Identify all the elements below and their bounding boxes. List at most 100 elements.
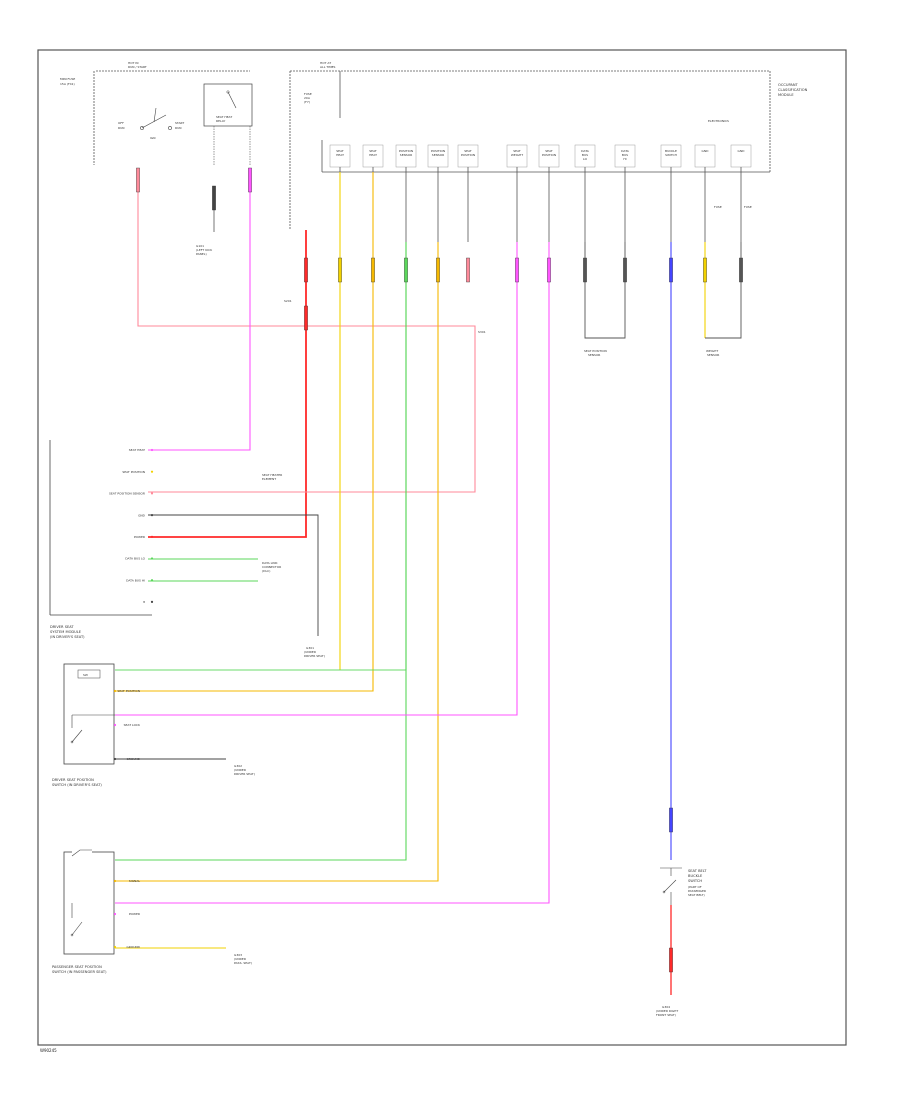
passenger-switch-title-2: SWITCH (IN PASSENGER SEAT) [52, 970, 107, 974]
pin-dot [113, 723, 117, 727]
passenger-switch-title-1: PASSENGER SEAT POSITION [52, 965, 102, 969]
connector-stub [739, 257, 743, 283]
occupant-module-title-3: MODULE [778, 93, 794, 97]
wire-harness [115, 168, 742, 995]
hot-at-all-times-section: HOT AT ALL TIMES FUSE 20A (F7) [289, 61, 770, 230]
seat-ground-label-3: DRIVER SEAT) [304, 654, 325, 658]
svg-text:SEAT BELT): SEAT BELT) [688, 893, 705, 897]
buckle-ground-3: FRONT SEAT) [656, 1013, 676, 1017]
buckle-switch-title-1: SEAT BELT [688, 869, 707, 873]
occupant-connector-label: SENSOR [400, 153, 412, 157]
connector-stub [436, 257, 440, 283]
driver-switch-ground-1: G302 [234, 764, 242, 768]
pin-dot [113, 689, 117, 693]
relay-box [203, 83, 253, 127]
occupant-module-title-1: OCCUPANT [778, 83, 799, 87]
pin-label: POWER [129, 912, 140, 916]
connector-stub [338, 257, 342, 283]
connector-stub [248, 167, 252, 193]
pin-label: 8 [143, 600, 145, 604]
svg-text:(LEFT KICK: (LEFT KICK [196, 248, 213, 252]
wire-green-driver [115, 242, 407, 861]
connector-stub [547, 257, 551, 283]
pin-label: SEAT POSITION [122, 470, 145, 474]
occupant-connector-label: DATA [621, 149, 630, 153]
wire-magenta-lock [115, 242, 518, 716]
occupant-connector-label: BUS [622, 153, 628, 157]
occupant-module-connectors: SEATHEATSEATHEATPOSITIONSENSORPOSITIONSE… [329, 144, 752, 242]
svg-text:(F7): (F7) [304, 100, 310, 104]
pin-dot [150, 557, 154, 560]
diagram-frame [37, 49, 847, 1046]
pin-dot [113, 757, 117, 761]
connector-stub [466, 257, 470, 283]
pin-label: GROUND [126, 757, 140, 761]
position-sensor-label-2: SENSOR [588, 353, 600, 357]
hot-label-left-1: HOT IN [128, 61, 139, 65]
occupant-connector-label: HEAT [336, 153, 344, 157]
wire-orange-driver [115, 172, 374, 692]
occupant-connector-label: SEAT [464, 149, 472, 153]
svg-text:OFF: OFF [118, 121, 124, 125]
splice-label: S301 [478, 330, 486, 334]
passenger-switch-ground-3: PASS. SEAT) [234, 961, 252, 965]
pin-dot [150, 470, 154, 473]
weight-sensor-label-2: SENSOR [707, 353, 719, 357]
connector-stub [304, 305, 308, 331]
svg-text:FUSE: FUSE [304, 92, 312, 96]
occupant-connector-label: SEAT [545, 149, 553, 153]
driver-switch-ground-2: (UNDER [234, 768, 246, 772]
seat-ground-label-2: (UNDER [304, 650, 316, 654]
pin-dot [150, 535, 154, 538]
occupant-connector-label: LO [583, 157, 588, 161]
occupant-connector-label: SENSOR [432, 153, 444, 157]
occupant-connector-label: POSITION [461, 153, 475, 157]
wire-green-driver-top [115, 242, 407, 671]
pin-dot [150, 579, 154, 582]
occupant-connector-label: BUS [582, 153, 588, 157]
occupant-connector-label: SWITCH [665, 153, 677, 157]
pin-label: GND [138, 513, 146, 517]
occupant-connector-label: SEAT [336, 149, 344, 153]
pin-dot [113, 945, 117, 949]
svg-text:HOT AT: HOT AT [320, 61, 331, 65]
occupant-connector-label: GND [738, 149, 746, 153]
relay-label-1: SEAT HEAT [216, 115, 232, 119]
wire-red-power [148, 230, 307, 538]
connector-stub [623, 257, 627, 283]
ignition-switch-symbol: OFF RUN START RUN IGN [118, 107, 184, 140]
connector-stubs [136, 167, 743, 973]
svg-text:(PART OF: (PART OF [688, 885, 702, 889]
pin-dot [150, 514, 154, 517]
relay-ground: G101 (LEFT KICK PANEL) [196, 188, 215, 256]
occupant-connector-label: POSITION [542, 153, 556, 157]
wire-black-ground [148, 514, 319, 636]
pin-dot [113, 879, 117, 883]
weight-sensor-label-1: WEIGHT [706, 349, 718, 353]
pin-dot [150, 600, 154, 604]
buckle-switch-title-3: SWITCH [688, 879, 702, 883]
occupant-module-title-2: CLASSIFICATION [778, 88, 808, 92]
seat-module-title-1: DRIVER SEAT [50, 625, 74, 629]
svg-text:PASSENGER: PASSENGER [688, 889, 706, 893]
occupant-connector-label: POSITION [399, 149, 413, 153]
right-fuse-label-2: FUSE [744, 205, 752, 209]
svg-text:RUN: RUN [175, 126, 182, 130]
pin-dot [150, 492, 154, 495]
seat-heater-label: SEAT HEATER [262, 473, 282, 477]
data-bus-label-3: (DLC) [262, 569, 270, 573]
occupant-connector-label: GND [702, 149, 710, 153]
wire-magenta-relay [148, 168, 251, 451]
occupant-classification-module: OCCUPANT CLASSIFICATION MODULE ELECTRONI… [321, 71, 808, 242]
connector-stub [669, 257, 673, 283]
svg-text:IGN: IGN [150, 136, 155, 140]
data-bus-label-2: CONNECTOR [262, 565, 281, 569]
pin-label: SEAT HEAT [129, 448, 145, 452]
driver-switch-ground-3: DRIVER SEAT) [234, 772, 255, 776]
pin-dot [113, 912, 117, 916]
seat-ground-label: G301 [306, 646, 314, 650]
hot-in-run-section: HOT IN RUN / START MINI FUSE 15A (F41) O… [60, 61, 253, 165]
